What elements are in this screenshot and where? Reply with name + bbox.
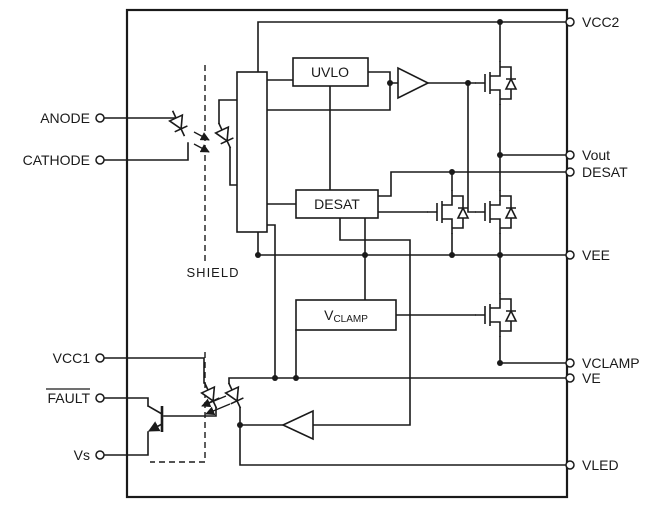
- desat-block: [295, 189, 379, 219]
- pin-label-cathode: CATHODE: [23, 152, 90, 168]
- vclamp-block: [295, 299, 397, 331]
- vclamp-block-label: VCLAMP: [324, 307, 368, 325]
- pin-vclamp-terminal: [565, 358, 575, 368]
- pin-terminals: [95, 17, 575, 470]
- junction-dots: [237, 19, 503, 428]
- pin-vout-terminal: [565, 150, 575, 160]
- light-arrow-icon: [201, 395, 227, 408]
- wire-power-rail: [257, 21, 567, 364]
- uvlo-block-label: UVLO: [311, 64, 349, 80]
- gate-driver-buffer-icon: [397, 66, 430, 100]
- light-arrow-icon: [193, 143, 210, 153]
- pin-anode-terminal: [95, 113, 105, 123]
- wire-fault-vs: [103, 397, 164, 456]
- pin-vs-terminal: [95, 450, 105, 460]
- pin-label-vout: Vout: [582, 147, 610, 163]
- vclamp-label-main: V: [324, 307, 334, 323]
- input-stage-block: [236, 71, 268, 233]
- wire-desat-vout: [377, 82, 567, 316]
- vclamp-label-sub: CLAMP: [333, 314, 368, 325]
- pin-label-vs: Vs: [74, 447, 90, 463]
- uvlo-block: [292, 57, 369, 87]
- pin-vled-terminal: [565, 460, 575, 470]
- fault-feedback-buffer-icon: [281, 409, 314, 441]
- pin-label-vclamp: VCLAMP: [582, 355, 640, 371]
- pin-label-desat: DESAT: [582, 164, 628, 180]
- pin-label-vled: VLED: [582, 457, 619, 473]
- bjt-emitter-arrow: [148, 421, 163, 432]
- pin-label-fault: FAULT: [47, 390, 90, 406]
- wire-logic-vee: [257, 71, 567, 426]
- pin-label-anode: ANODE: [40, 110, 90, 126]
- pin-label-vee: VEE: [582, 247, 610, 263]
- light-arrow-icon: [193, 131, 210, 141]
- wires: [103, 21, 567, 466]
- pin-vcc1-terminal: [95, 353, 105, 363]
- desat-block-label: DESAT: [314, 196, 360, 212]
- pin-vee-terminal: [565, 250, 575, 260]
- pin-cathode-terminal: [95, 155, 105, 165]
- light-arrow-icon: [205, 403, 231, 416]
- light-emission-arrows: [193, 131, 231, 416]
- fault-phototransistor: [148, 406, 164, 432]
- shield-line-bottom: [150, 352, 206, 463]
- pin-vcc2-terminal: [565, 17, 575, 27]
- pin-label-vcc1: VCC1: [53, 350, 91, 366]
- shield-dashed-lines: [150, 65, 206, 463]
- pin-fault-terminal: [95, 393, 105, 403]
- wire-bottom-section: [103, 99, 567, 466]
- pin-label-ve: VE: [582, 370, 601, 386]
- pin-ve-terminal: [565, 373, 575, 383]
- pin-label-vcc2: VCC2: [582, 14, 620, 30]
- pin-desat-terminal: [565, 167, 575, 177]
- shield-label: SHIELD: [187, 265, 240, 280]
